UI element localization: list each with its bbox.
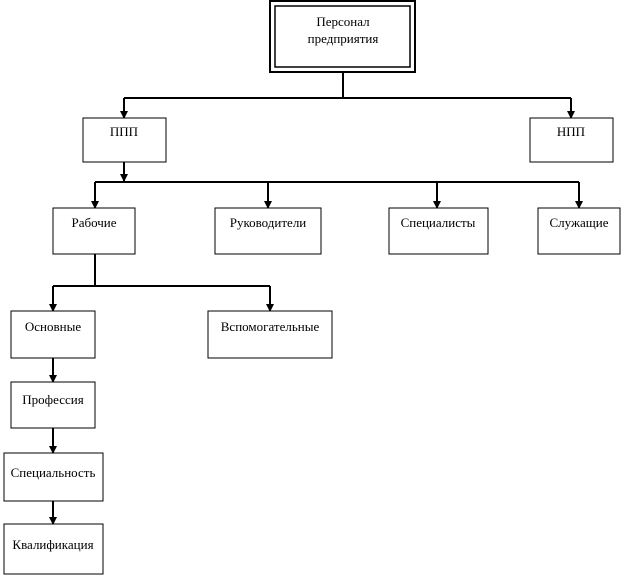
node-managers-label: Руководители — [230, 215, 307, 230]
node-workers: Рабочие — [52, 207, 136, 255]
node-main-label: Основные — [25, 319, 81, 334]
node-employees-label: Служащие — [550, 215, 609, 230]
node-specialty-label: Специальность — [11, 465, 96, 480]
node-root-line1: Персонал — [316, 14, 370, 29]
node-auxiliary: Вспомогательные — [207, 310, 333, 359]
node-specialty: Специальность — [3, 452, 104, 502]
node-employees: Служащие — [537, 207, 621, 255]
node-specialists-label: Специалисты — [401, 215, 476, 230]
node-main: Основные — [10, 310, 96, 359]
node-profession-label: Профессия — [22, 392, 83, 407]
node-ppp: ППП — [82, 117, 167, 163]
node-specialists: Специалисты — [388, 207, 489, 255]
connectors — [49, 72, 583, 525]
node-npp: НПП — [529, 117, 614, 163]
node-npp-label: НПП — [557, 124, 585, 139]
node-ppp-label: ППП — [110, 124, 138, 139]
node-managers: Руководители — [214, 207, 322, 255]
node-auxiliary-label: Вспомогательные — [221, 319, 320, 334]
node-root: Персонал предприятия — [269, 0, 416, 73]
node-workers-label: Рабочие — [71, 215, 116, 230]
node-qualification-label: Квалификация — [12, 537, 93, 552]
node-profession: Профессия — [10, 381, 96, 429]
node-root-line2: предприятия — [308, 31, 379, 46]
node-qualification: Квалификация — [3, 523, 104, 575]
